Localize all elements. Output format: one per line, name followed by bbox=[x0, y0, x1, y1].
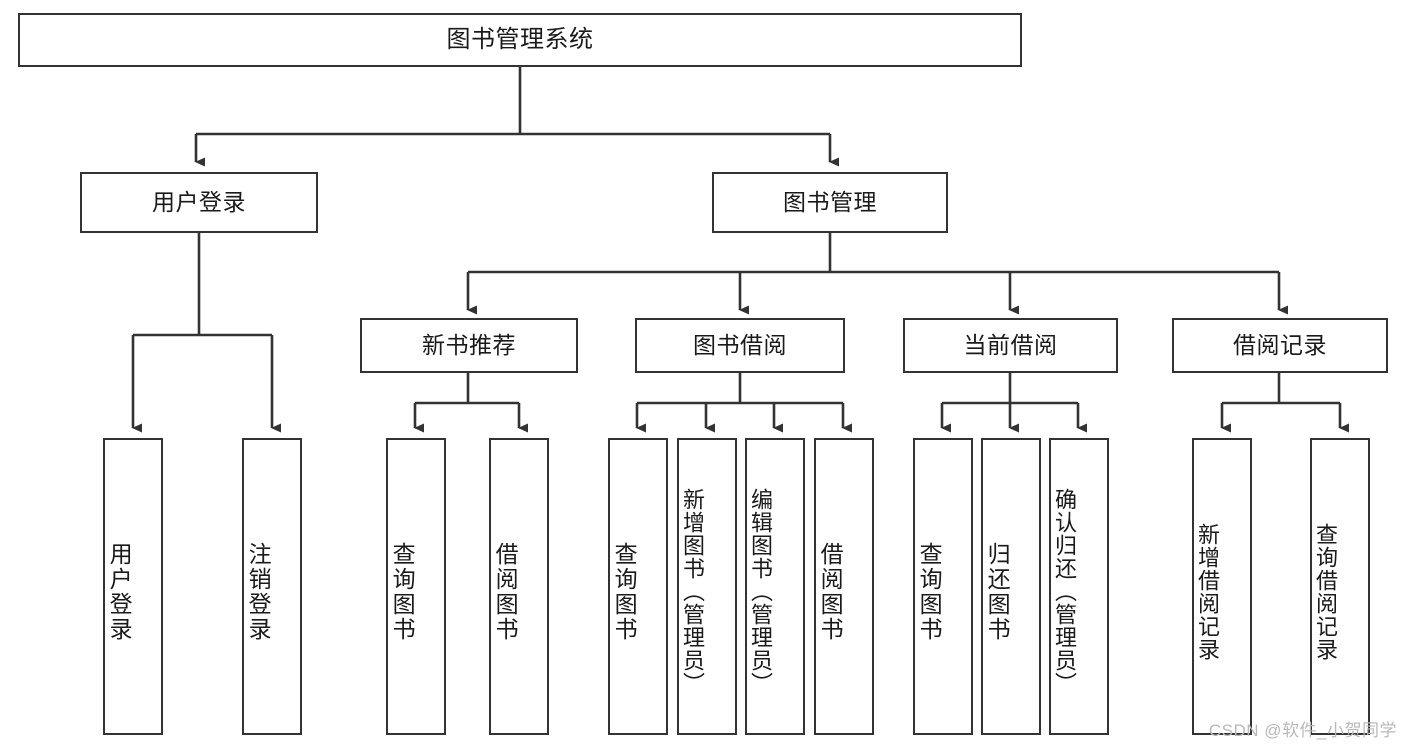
leaf-borrow-borrow-book-label: 借阅图书 bbox=[817, 541, 844, 642]
leaf-user-login-logout-label: 注销登录 bbox=[245, 541, 272, 642]
node-book-borrow[interactable]: 图书借阅 bbox=[635, 318, 845, 373]
leaf-borrow-query-book[interactable]: 查询图书 bbox=[608, 438, 668, 735]
leaf-record-query-borrow-record[interactable]: 查询借阅记录 bbox=[1310, 438, 1370, 735]
node-current-borrow[interactable]: 当前借阅 bbox=[903, 318, 1118, 373]
leaf-new-book-query-book[interactable]: 查询图书 bbox=[386, 438, 446, 735]
node-borrow-record[interactable]: 借阅记录 bbox=[1172, 318, 1388, 373]
leaf-user-login-login[interactable]: 用户登录 bbox=[103, 438, 163, 735]
node-user-login-label: 用户登录 bbox=[152, 188, 246, 215]
leaf-record-query-borrow-record-label: 查询借阅记录 bbox=[1312, 522, 1338, 661]
leaf-borrow-edit-book-admin[interactable]: 编辑图书（管理员） bbox=[745, 438, 805, 735]
leaf-new-book-borrow-book-label: 借阅图书 bbox=[492, 541, 519, 642]
leaf-new-book-query-book-label: 查询图书 bbox=[389, 541, 416, 642]
leaf-borrow-add-book-admin[interactable]: 新增图书（管理员） bbox=[677, 438, 737, 735]
leaf-current-query-book[interactable]: 查询图书 bbox=[913, 438, 973, 735]
node-book-borrow-label: 图书借阅 bbox=[693, 331, 787, 358]
leaf-user-login-login-label: 用户登录 bbox=[106, 541, 133, 642]
leaf-user-login-logout[interactable]: 注销登录 bbox=[242, 438, 302, 735]
watermark-text: CSDN @软件_小贺同学 bbox=[1208, 721, 1397, 740]
leaf-current-return-book[interactable]: 归还图书 bbox=[981, 438, 1041, 735]
node-user-login[interactable]: 用户登录 bbox=[80, 172, 318, 233]
leaf-record-add-borrow-record[interactable]: 新增借阅记录 bbox=[1192, 438, 1252, 735]
leaf-current-query-book-label: 查询图书 bbox=[916, 541, 943, 642]
leaf-borrow-query-book-label: 查询图书 bbox=[611, 541, 638, 642]
node-current-borrow-label: 当前借阅 bbox=[963, 331, 1058, 358]
node-root-label: 图书管理系统 bbox=[446, 25, 594, 53]
leaf-current-confirm-return-admin-label: 确认归还（管理员） bbox=[1051, 488, 1077, 695]
node-borrow-record-label: 借阅记录 bbox=[1233, 331, 1327, 358]
node-book-management[interactable]: 图书管理 bbox=[712, 172, 948, 233]
leaf-record-add-borrow-record-label: 新增借阅记录 bbox=[1194, 522, 1220, 661]
node-new-book-recommendation[interactable]: 新书推荐 bbox=[360, 318, 578, 373]
leaf-borrow-borrow-book[interactable]: 借阅图书 bbox=[814, 438, 874, 735]
leaf-current-return-book-label: 归还图书 bbox=[984, 541, 1011, 642]
node-new-book-recommendation-label: 新书推荐 bbox=[422, 331, 516, 358]
node-root-book-management-system[interactable]: 图书管理系统 bbox=[18, 13, 1022, 67]
leaf-borrow-add-book-admin-label: 新增图书（管理员） bbox=[679, 488, 705, 695]
leaf-new-book-borrow-book[interactable]: 借阅图书 bbox=[489, 438, 549, 735]
leaf-current-confirm-return-admin[interactable]: 确认归还（管理员） bbox=[1049, 438, 1109, 735]
leaf-borrow-edit-book-admin-label: 编辑图书（管理员） bbox=[747, 488, 773, 695]
node-book-management-label: 图书管理 bbox=[783, 188, 877, 215]
